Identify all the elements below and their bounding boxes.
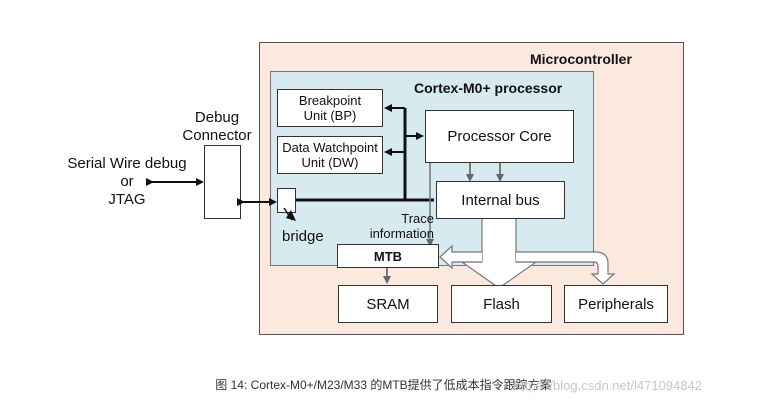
cortex-processor-title: Cortex-M0+ processor [414,80,563,96]
processor-core-box: Processor Core [425,110,574,163]
trace-line1: Trace [401,211,434,226]
internal-bus-box: Internal bus [436,181,565,219]
watchpoint-line1: Data Watchpoint [282,140,378,155]
bridge-label: bridge [282,228,324,245]
serial-wire-line1: Serial Wire debug [67,155,187,172]
breakpoint-unit-box: Breakpoint Unit (BP) [277,89,383,127]
sram-box: SRAM [338,285,438,323]
breakpoint-line2: Unit (BP) [303,108,357,123]
debug-connector-line2: Connector [182,127,252,144]
peripherals-box: Peripherals [564,285,668,323]
bus-peripherals-arrow [516,251,616,285]
figure-caption: 图 14: Cortex-M0+/M23/M33 的MTB提供了低成本指令跟踪方… [215,378,552,392]
peripherals-label: Peripherals [578,295,654,313]
microcontroller-title: Microcontroller [530,51,632,67]
flash-box: Flash [451,285,552,323]
trace-information-label: Trace information [354,211,434,241]
data-watchpoint-unit-box: Data Watchpoint Unit (DW) [277,136,383,174]
debug-connector-label: Debug Connector [172,109,262,145]
processor-core-label: Processor Core [447,128,552,145]
breakpoint-line1: Breakpoint [298,93,362,108]
sram-label: SRAM [366,295,410,313]
watermark-text: https://blog.csdn.net/l471094842 [514,378,702,393]
mtb-label: MTB [373,248,403,264]
trace-line2: information [369,226,434,241]
bus-mtb-arrow [439,244,482,270]
debug-connector-line1: Debug [194,109,240,126]
watchpoint-line2: Unit (DW) [301,155,359,170]
serial-wire-line2: or [120,173,134,190]
serial-wire-label: Serial Wire debug or JTAG [62,155,192,209]
debug-connector-box [204,145,241,219]
flash-label: Flash [483,295,520,313]
mtb-box: MTB [337,244,439,268]
serial-wire-line3: JTAG [108,191,146,208]
internal-bus-label: Internal bus [461,191,540,209]
